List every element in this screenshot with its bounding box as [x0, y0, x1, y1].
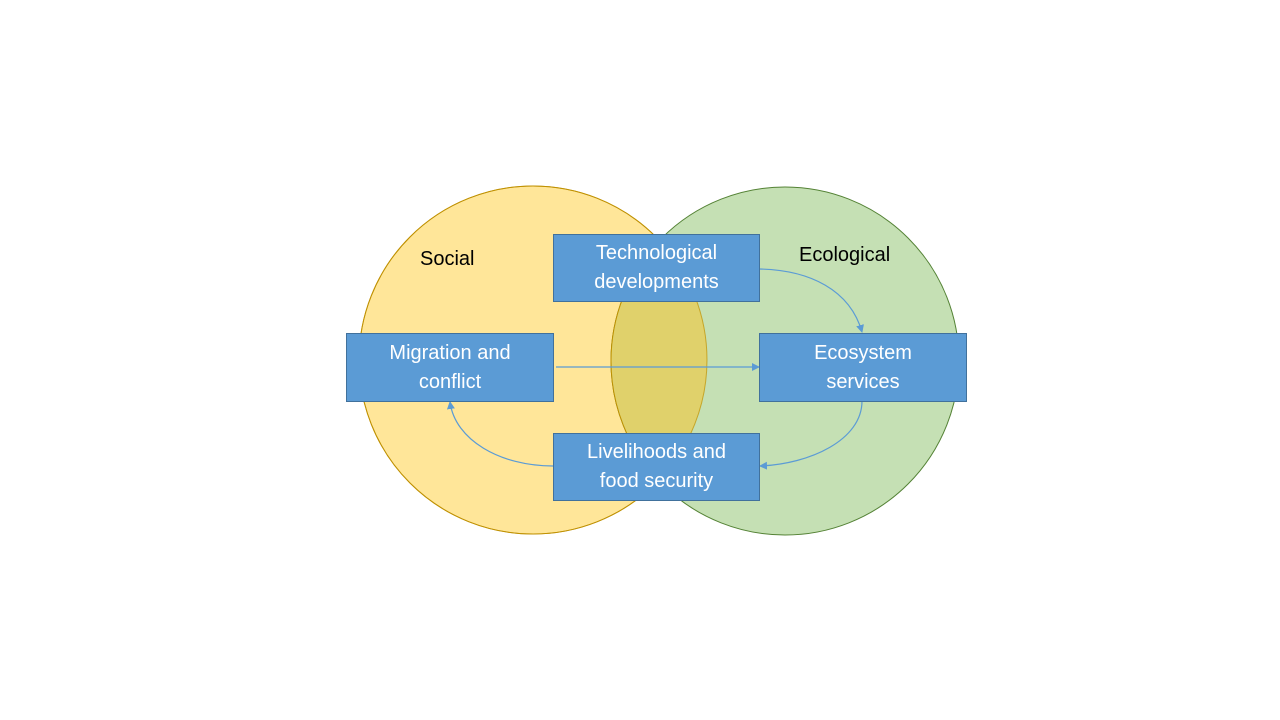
node-line: Migration and	[389, 341, 511, 364]
arrow-livelihoods-to-migration	[446, 401, 554, 467]
node-migration-and-conflict: Migration and conflict	[346, 333, 554, 402]
node-ecosystem-services: Ecosystem services	[759, 333, 967, 402]
node-line: developments	[594, 271, 719, 293]
node-technological-developments: Technological developments	[553, 234, 760, 302]
arrow-ecosystem-to-livelihoods	[759, 400, 863, 470]
ecological-label: Ecological	[799, 244, 891, 266]
node-line: Ecosystem	[814, 341, 912, 364]
node-livelihoods-and-food-security: Livelihoods and food security	[553, 433, 760, 501]
node-line: Technological	[595, 242, 718, 264]
node-line: conflict	[418, 370, 482, 393]
node-line: food security	[599, 470, 714, 492]
node-line: Livelihoods and	[587, 441, 726, 463]
social-label: Social	[420, 248, 475, 270]
node-line: services	[826, 370, 900, 393]
arrow-tech-to-ecosystem	[758, 268, 864, 333]
